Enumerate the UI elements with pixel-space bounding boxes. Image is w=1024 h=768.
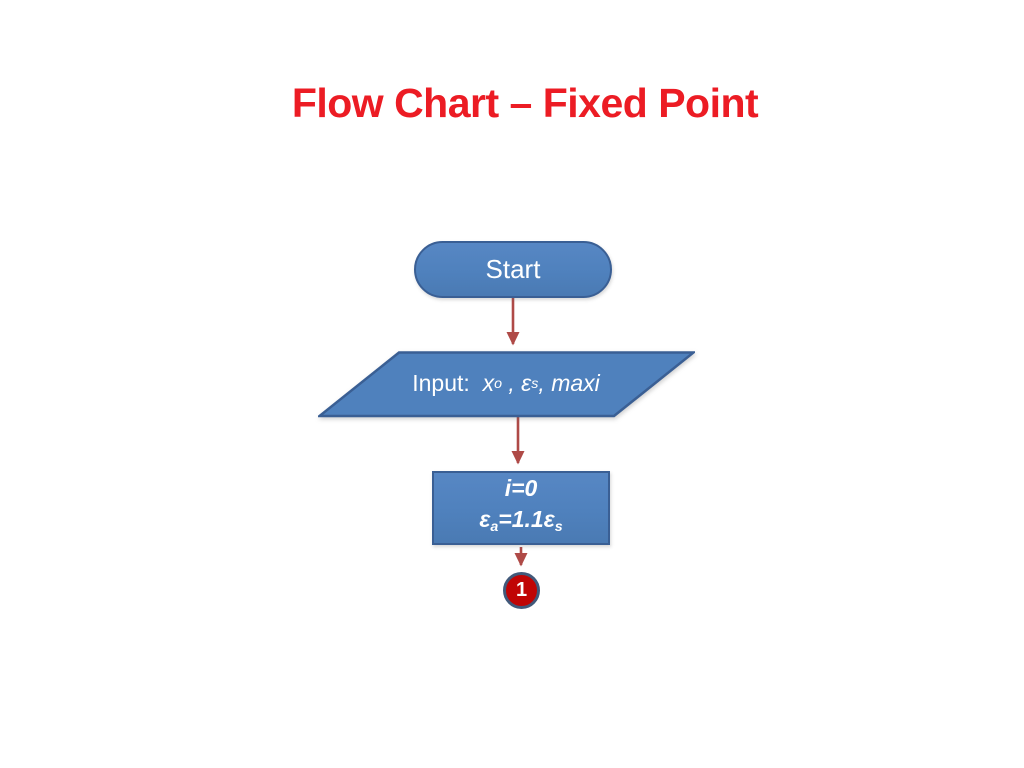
flowchart-start-terminator: Start xyxy=(414,241,612,298)
input-separator-1: , xyxy=(502,370,522,396)
process-epsilon-s: ε xyxy=(543,506,555,532)
process-line-1: i=0 xyxy=(505,473,538,504)
input-var-epsilon-s: ε xyxy=(521,370,532,396)
input-var-epsilon-s-subscript: s xyxy=(531,375,539,392)
connector-label: 1 xyxy=(515,579,528,601)
input-prefix: Input: xyxy=(412,370,483,396)
input-var-x-subscript: o xyxy=(494,375,502,392)
process-epsilon-a: ε xyxy=(479,506,491,532)
process-epsilon-s-subscript: s xyxy=(554,518,563,535)
process-equals-value: =1.1 xyxy=(498,506,544,532)
flowchart-input-parallelogram xyxy=(318,351,695,418)
input-var-x: x xyxy=(482,370,495,396)
process-i-equals-0: i=0 xyxy=(504,475,538,501)
input-parallelogram-shape xyxy=(318,351,695,418)
process-epsilon-a-subscript: a xyxy=(490,518,499,535)
slide-title: Flow Chart – Fixed Point xyxy=(291,80,759,126)
flowchart-connector-circle: 1 xyxy=(503,572,540,609)
start-label: Start xyxy=(485,254,541,284)
input-separator-2: , xyxy=(538,370,552,396)
process-line-2: εa=1.1εs xyxy=(479,504,562,543)
input-var-maxi: maxi xyxy=(551,370,600,396)
flowchart-process-rectangle: i=0 εa=1.1εs xyxy=(432,471,610,545)
